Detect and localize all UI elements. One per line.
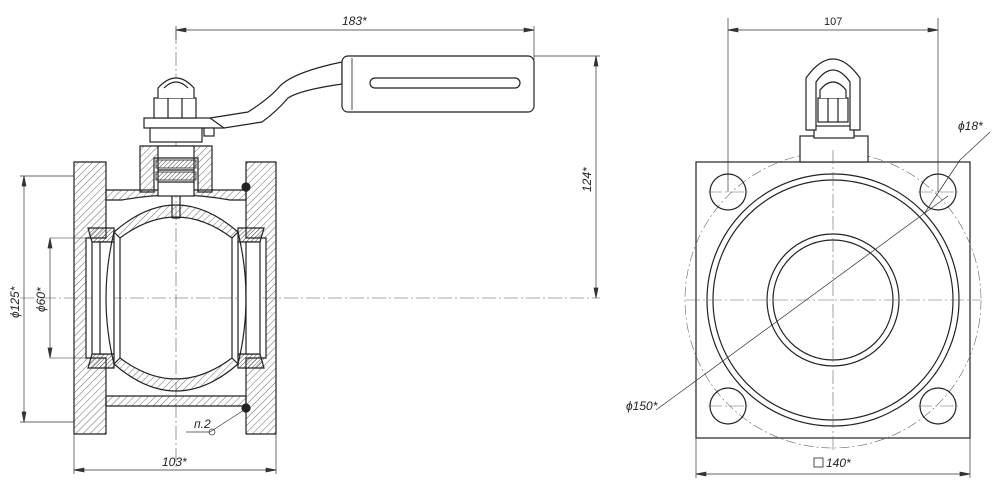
stem-base <box>799 135 869 163</box>
lever-arm <box>208 61 343 129</box>
dim-hole-diameter: ϕ18* <box>958 119 983 133</box>
dim-body-length: 103* <box>162 455 187 469</box>
stem <box>157 145 195 197</box>
dim-height: 124* <box>580 167 594 192</box>
dim-bolt-spacing: 107 <box>824 16 842 28</box>
dim-flange-diameter: ϕ125* <box>8 286 22 318</box>
callout-part: п.2 <box>194 417 211 431</box>
dim-square-flange: 140* <box>826 456 851 470</box>
dim-bore-diameter: ϕ60* <box>34 287 48 312</box>
front-view <box>684 58 982 449</box>
cap-nut <box>157 77 195 98</box>
front-dimensions <box>655 18 991 478</box>
dim-handle-length: 183* <box>342 14 367 28</box>
stem-nut <box>153 97 197 119</box>
dim-pcd: ϕ150* <box>626 399 658 413</box>
front-centerlines <box>686 150 980 450</box>
square-symbol-icon <box>813 457 824 468</box>
side-dimensions <box>20 26 600 474</box>
left-seat <box>87 227 115 243</box>
right-seat <box>237 227 265 243</box>
ball <box>113 204 239 239</box>
body-bottom-wall <box>105 395 247 407</box>
side-view <box>20 30 600 470</box>
handle-loop <box>805 58 861 131</box>
